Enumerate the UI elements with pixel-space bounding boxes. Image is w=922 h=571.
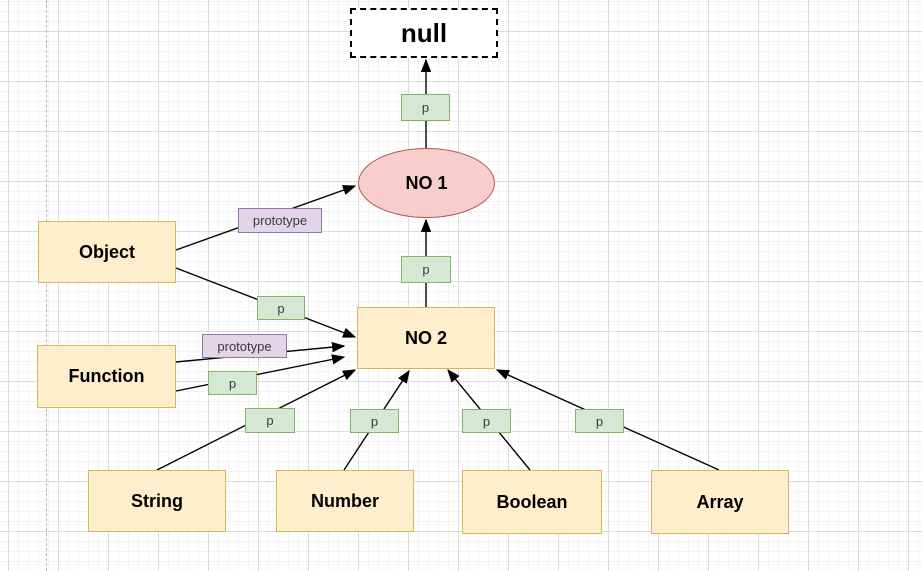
node-null[interactable]: null xyxy=(350,8,498,58)
node-boolean[interactable]: Boolean xyxy=(462,470,602,534)
node-no1[interactable]: NO 1 xyxy=(358,148,495,218)
edge-label-p-array[interactable]: p xyxy=(575,409,624,433)
node-object[interactable]: Object xyxy=(38,221,176,283)
node-function[interactable]: Function xyxy=(37,345,176,408)
node-number[interactable]: Number xyxy=(276,470,414,532)
node-string[interactable]: String xyxy=(88,470,226,532)
edge-label-p-object[interactable]: p xyxy=(257,296,305,320)
edge-label-p-boolean[interactable]: p xyxy=(462,409,511,433)
edge-label-p-string[interactable]: p xyxy=(245,408,295,433)
edge-label-p-no1-null[interactable]: p xyxy=(401,94,450,121)
node-no2[interactable]: NO 2 xyxy=(357,307,495,369)
edge-label-p-no2-no1[interactable]: p xyxy=(401,256,451,283)
edge-label-p-function[interactable]: p xyxy=(208,371,257,395)
node-array[interactable]: Array xyxy=(651,470,789,534)
edge-label-prototype-function[interactable]: prototype xyxy=(202,334,287,358)
page-boundary-line xyxy=(46,0,47,571)
edge-label-p-number[interactable]: p xyxy=(350,409,399,433)
arrow-function-p-to-no2[interactable] xyxy=(175,357,344,392)
edge-label-prototype-object[interactable]: prototype xyxy=(238,208,322,233)
